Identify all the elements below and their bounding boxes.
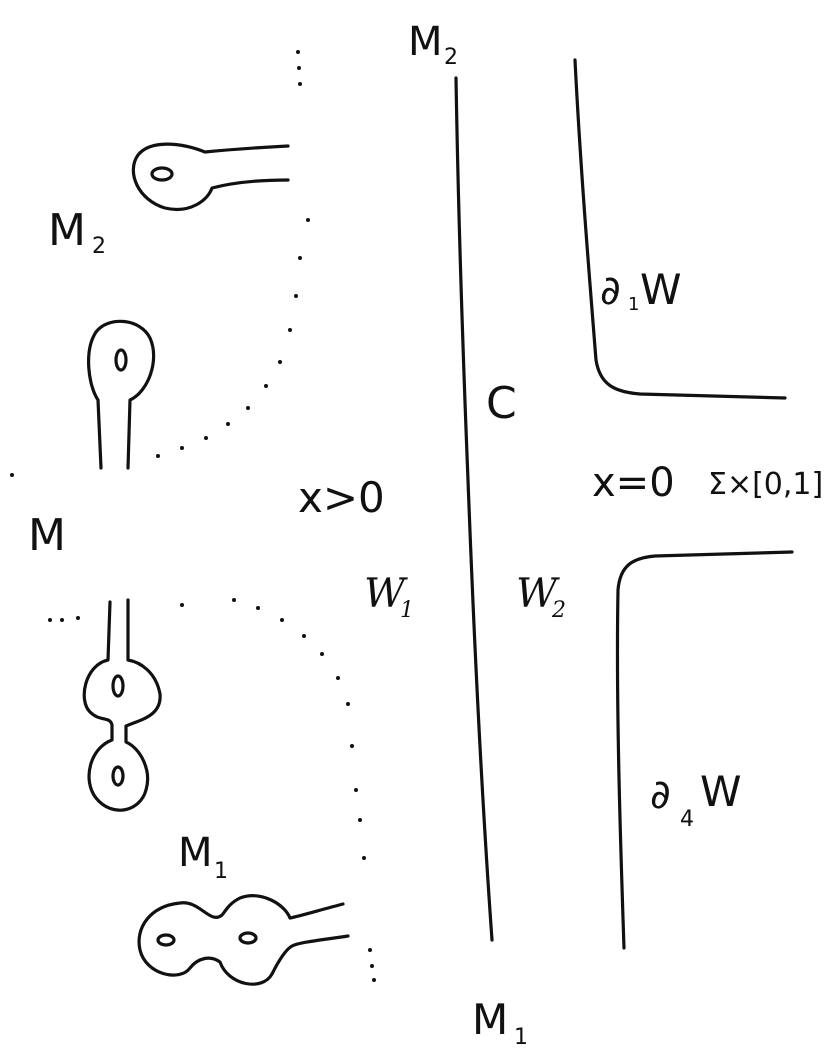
label-d4w-sub: 4 xyxy=(680,807,694,832)
label-sigma-interval: Σ×[0,1] xyxy=(708,467,823,502)
label-m1-left: M xyxy=(178,830,213,876)
handle-double-vertical xyxy=(82,598,162,812)
label-d1w-partial: ∂ xyxy=(600,268,621,314)
label-m2-top: M xyxy=(408,19,443,65)
dotted-arc-upper xyxy=(10,50,310,477)
label-d4w-partial: ∂ xyxy=(650,772,671,818)
label-w2-sub: 2 xyxy=(551,598,566,623)
label-m1-bottom-sub: 1 xyxy=(514,1025,528,1050)
label-w2: W xyxy=(516,571,560,617)
dotted-arc-lower xyxy=(48,598,376,982)
label-c: C xyxy=(486,378,517,429)
label-x-positive: x>0 xyxy=(298,473,385,522)
hole-upper xyxy=(111,674,125,698)
handle-bottom xyxy=(137,894,350,986)
hole-right xyxy=(238,931,258,945)
label-m: M xyxy=(28,510,66,561)
label-w1-sub: 1 xyxy=(400,598,414,623)
hole-left xyxy=(156,933,176,947)
handle-upright xyxy=(87,319,156,470)
hole-top xyxy=(150,166,174,182)
label-d1w-w: W xyxy=(640,265,682,314)
boundary-d1w xyxy=(573,58,787,400)
curve-c xyxy=(454,76,494,942)
label-x-zero: x=0 xyxy=(592,460,675,506)
label-m1-left-sub: 1 xyxy=(214,859,228,884)
label-m2-top-sub: 2 xyxy=(444,45,458,70)
label-m1-bottom: M xyxy=(472,995,508,1044)
hole-lower xyxy=(111,765,125,787)
label-d4w-w: W xyxy=(700,767,742,816)
label-m2-left: M xyxy=(48,205,86,256)
label-m2-left-sub: 2 xyxy=(92,234,106,259)
handle-top xyxy=(131,142,290,211)
hole-upright xyxy=(114,348,128,372)
boundary-d4w xyxy=(615,550,794,950)
label-d1w-sub: 1 xyxy=(628,294,639,315)
label-w1: W xyxy=(364,571,408,617)
